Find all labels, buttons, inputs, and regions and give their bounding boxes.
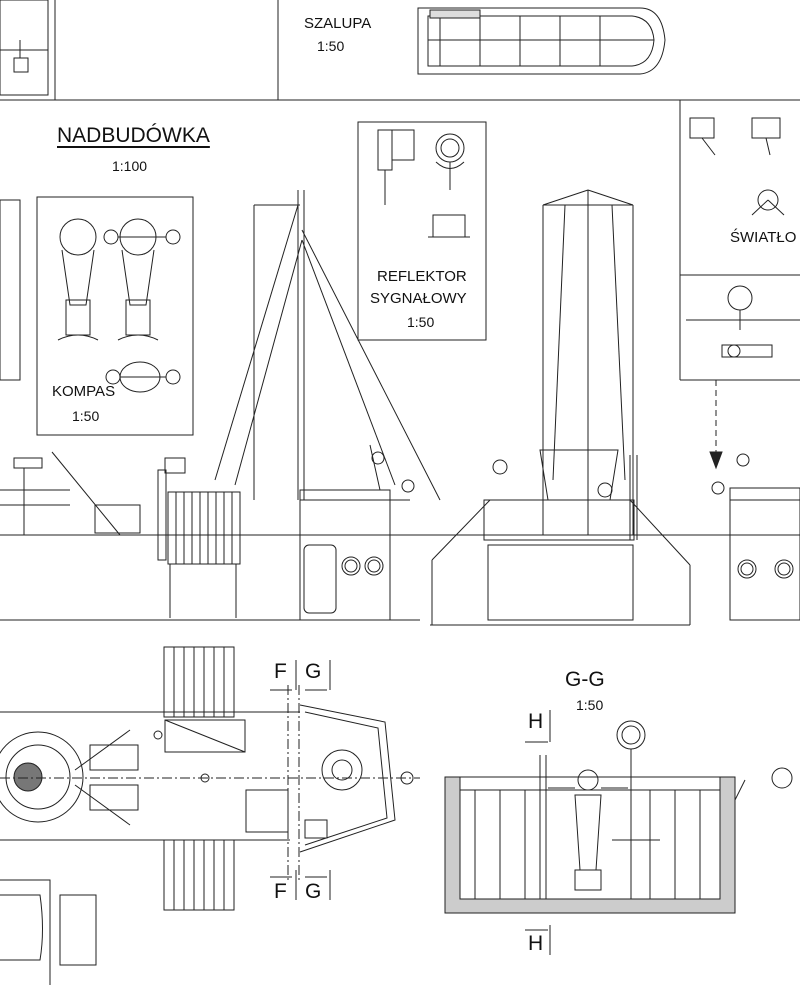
lifeboat-plan xyxy=(417,7,666,75)
compass-frame xyxy=(36,196,194,436)
label-swiatlo: ŚWIATŁO xyxy=(730,229,797,246)
label-nadbudowka: NADBUDÓWKA xyxy=(57,124,210,147)
reflector-frame xyxy=(357,121,487,341)
marker-f-top: F xyxy=(274,660,287,683)
deck-cage-top xyxy=(163,646,235,718)
section-gg-drawing xyxy=(444,720,793,914)
deck-cage-bottom xyxy=(163,839,235,911)
marker-g-bottom: G xyxy=(305,880,322,903)
label-reflektor-line2: SYGNAŁOWY xyxy=(370,290,467,307)
reflector-drawing xyxy=(377,129,470,238)
label-nadbudowka-scale: 1:100 xyxy=(112,158,148,174)
section-marker-lines xyxy=(270,660,551,955)
panel-frames xyxy=(0,0,800,436)
right-elevation xyxy=(711,453,800,621)
compass-drawing xyxy=(57,218,181,393)
marker-f-bottom: F xyxy=(274,880,287,903)
side-elevation xyxy=(0,190,800,626)
top-left-detail xyxy=(0,0,49,96)
marker-h-bottom: H xyxy=(528,932,544,955)
label-reflektor-line1: REFLEKTOR xyxy=(377,268,467,285)
label-szalupa: SZALUPA xyxy=(304,15,372,32)
deck-plan xyxy=(0,646,420,985)
label-szalupa-scale: 1:50 xyxy=(317,38,345,54)
marker-g-top: G xyxy=(305,660,322,683)
label-section-gg: G-G xyxy=(565,668,605,691)
label-kompas-scale: 1:50 xyxy=(72,408,100,424)
light-detail xyxy=(686,117,800,470)
label-kompas: KOMPAS xyxy=(52,383,116,400)
label-reflektor-scale: 1:50 xyxy=(407,314,435,330)
marker-h-top: H xyxy=(528,710,544,733)
front-elevation xyxy=(431,189,691,625)
label-section-gg-scale: 1:50 xyxy=(576,697,604,713)
